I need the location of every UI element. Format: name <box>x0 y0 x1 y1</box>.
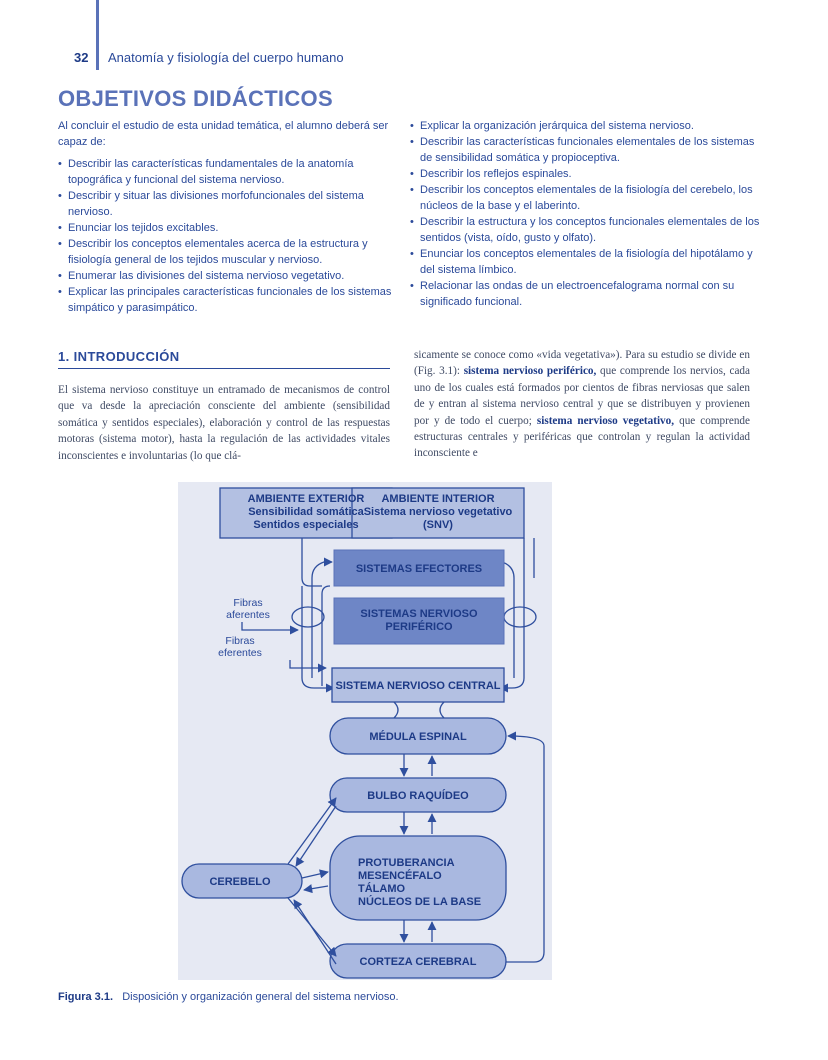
objective-item: Describir las características fundamenta… <box>58 156 398 188</box>
objective-item: Relacionar las ondas de un electroencefa… <box>410 278 760 310</box>
sistemas-efectores-box <box>333 549 505 587</box>
aferentes-connector <box>241 622 299 635</box>
objectives-right-list: Explicar la organización jerárquica del … <box>410 118 760 310</box>
introduction-heading: 1. INTRODUCCIÓN <box>58 349 390 369</box>
cerebelo-arrow <box>293 899 337 965</box>
page-number: 32 <box>74 50 89 65</box>
objective-item: Enumerar las divisiones del sistema nerv… <box>58 268 398 284</box>
objective-item: Describir los reflejos espinales. <box>410 166 760 182</box>
cerebelo-label: CEREBELO <box>209 876 271 888</box>
caption-label: Figura 3.1. <box>58 991 114 1003</box>
right-fiber-ellipse <box>503 606 537 628</box>
caption-text: Disposición y organización general del s… <box>122 991 399 1003</box>
medula-pill <box>329 717 507 755</box>
feedback-loop <box>506 731 545 963</box>
cerebelo-arrow <box>303 884 329 894</box>
fibras-aferentes-label: Fibras <box>233 597 262 609</box>
objective-item: Describir y situar las divisiones morfof… <box>58 188 398 220</box>
protuberancia-box <box>329 835 507 921</box>
header-rule <box>96 0 99 70</box>
objective-item: Describir las características funcionale… <box>410 134 760 166</box>
sistema-periferico-label: SISTEMAS NERVIOSO <box>360 608 478 620</box>
objectives-title: OBJETIVOS DIDÁCTICOS <box>58 86 333 111</box>
protuberancia-label: MESENCÉFALO <box>358 869 442 882</box>
ambiente-exterior-label: Sentidos especiales <box>253 519 358 531</box>
corteza-pill <box>329 943 507 979</box>
cerebelo-pill <box>181 863 303 899</box>
objective-item: Enunciar los conceptos elementales de la… <box>410 246 760 278</box>
snc-label: SISTEMA NERVIOSO CENTRAL <box>335 680 500 692</box>
connector-line <box>301 538 322 587</box>
term-sistema-periferico: sistema nervioso periférico, <box>463 365 597 378</box>
cerebelo-arrow <box>287 797 337 865</box>
fibras-aferentes-label: aferentes <box>226 609 270 621</box>
medula-label: MÉDULA ESPINAL <box>369 730 467 743</box>
ambiente-interior-label: (SNV) <box>423 519 453 531</box>
objectives-left-list: Describir las características fundamenta… <box>58 156 398 316</box>
protuberancia-label: PROTUBERANCIA <box>358 857 455 869</box>
left-fiber-ellipse <box>291 606 325 628</box>
nervous-system-diagram: AMBIENTE EXTERIOR Sensibilidad somática … <box>178 482 552 980</box>
fibras-eferentes-label: eferentes <box>218 647 262 659</box>
objectives-right-column: Explicar la organización jerárquica del … <box>410 118 760 310</box>
cerebelo-arrow <box>295 805 337 867</box>
objectives-intro: Al concluir el estudio de esta unidad te… <box>58 120 389 148</box>
connector-line <box>321 585 331 686</box>
sistema-periferico-box <box>333 597 505 645</box>
cerebelo-arrow <box>301 869 329 879</box>
text-run: que comprende estructuras centrales y pe… <box>414 414 750 460</box>
ambiente-interior-label: AMBIENTE INTERIOR <box>381 493 494 505</box>
ambiente-interior-label: Sistema nervioso vegetativo <box>364 506 513 518</box>
connector-line <box>499 538 525 693</box>
snc-neck <box>393 701 445 719</box>
objective-item: Explicar la organización jerárquica del … <box>410 118 760 134</box>
introduction-left-paragraph: El sistema nervioso constituye un entram… <box>58 384 390 462</box>
eferentes-connector <box>289 660 327 673</box>
ambiente-exterior-label: Sensibilidad somática <box>248 506 364 518</box>
text-run: sicamente se conoce como «vida vegetativ… <box>414 349 750 378</box>
objective-item: Describir la estructura y los conceptos … <box>410 214 760 246</box>
fibras-eferentes-label: Fibras <box>225 635 254 647</box>
running-title: Anatomía y fisiología del cuerpo humano <box>108 50 344 65</box>
connector-line <box>301 586 335 693</box>
term-sistema-vegetativo: sistema nervioso vegetativo, <box>536 414 675 427</box>
connector-line <box>311 557 333 678</box>
objective-item: Explicar las principales características… <box>58 284 398 316</box>
text-run: que comprende los nervios, cada uno de l… <box>414 365 750 427</box>
snc-box <box>331 667 505 703</box>
introduction-right-paragraph: sicamente se conoce como «vida vegetativ… <box>414 347 750 462</box>
objectives-left-column: Al concluir el estudio de esta unidad te… <box>58 118 398 316</box>
protuberancia-label: TÁLAMO <box>358 882 405 895</box>
ambiente-interior-box <box>351 487 525 539</box>
corteza-label: CORTEZA CEREBRAL <box>360 956 477 968</box>
ambiente-exterior-label: AMBIENTE EXTERIOR <box>248 493 365 505</box>
sistema-periferico-label: PERIFÉRICO <box>385 620 453 633</box>
diagram-svg: AMBIENTE EXTERIOR Sensibilidad somática … <box>181 487 545 979</box>
figure-caption: Figura 3.1. Disposición y organización g… <box>58 991 399 1003</box>
bulbo-label: BULBO RAQUÍDEO <box>367 789 469 802</box>
objective-item: Describir los conceptos elementales acer… <box>58 236 398 268</box>
objective-item: Enunciar los tejidos excitables. <box>58 220 398 236</box>
bulbo-pill <box>329 777 507 813</box>
sistemas-efectores-label: SISTEMAS EFECTORES <box>356 563 482 575</box>
protuberancia-label: NÚCLEOS DE LA BASE <box>358 895 481 908</box>
objective-item: Describir los conceptos elementales de l… <box>410 182 760 214</box>
